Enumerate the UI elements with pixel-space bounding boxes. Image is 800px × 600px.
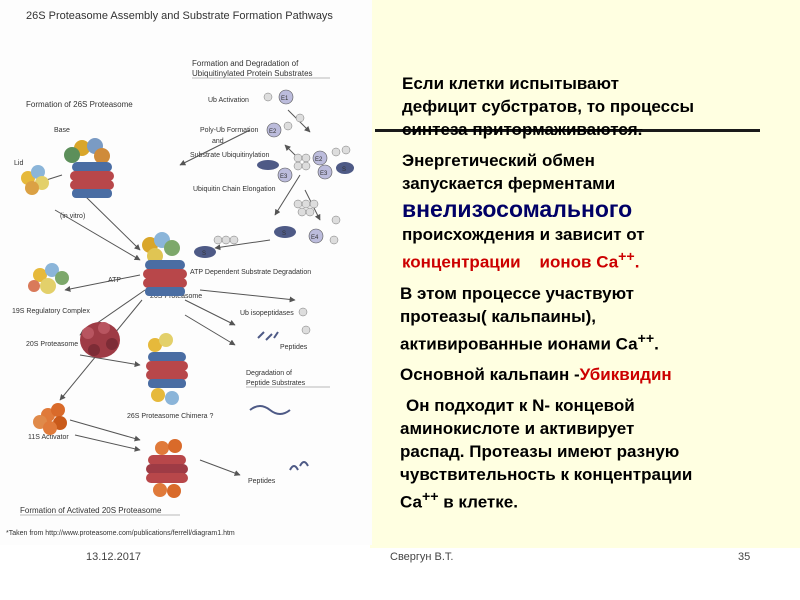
activated-20s-image <box>146 439 188 498</box>
p5-line-1: Он подходит к N- концевой <box>400 394 770 417</box>
p2-ions: ионов Са <box>540 253 619 272</box>
label-ub-iso: Ub isopeptidases <box>240 310 294 317</box>
e4-label: E4 <box>311 235 319 241</box>
peptide-fragments <box>250 332 308 470</box>
p2-line-4: происхождения и зависит от <box>402 223 770 246</box>
e1-label: E1 <box>281 96 289 102</box>
label-in-vitro: (in vitro) <box>60 213 85 220</box>
left-heading: Formation of 26S Proteasome <box>26 100 133 109</box>
proteasome-diagram: 26S Proteasome Assembly and Substrate Fo… <box>0 0 372 545</box>
e3-label-2: E3 <box>280 174 288 180</box>
label-deg-2: Peptide Substrates <box>246 380 306 387</box>
p2-line-3: внелизосомального <box>402 195 770 223</box>
e3-label-1: E3 <box>320 171 328 177</box>
p5-line-4: чувствительность к концентрации <box>400 463 770 486</box>
paragraph-1: Если клетки испытывают дефицит субстрато… <box>400 72 770 141</box>
19s-complex-image <box>28 263 69 294</box>
p5-line-5: Са++ в клетке. <box>400 486 770 514</box>
paragraph-5: Он подходит к N- концевой аминокислоте и… <box>400 394 770 514</box>
p2-line-2: запускается ферментами <box>402 172 770 195</box>
p2-concentration: концентрации <box>402 253 521 272</box>
p3-ca: активированные ионами Са <box>400 334 638 353</box>
label-19s: 19S Regulatory Complex <box>12 308 90 315</box>
label-20s: 20S Proteasome <box>26 341 78 348</box>
p3-ca-sup: ++ <box>638 331 655 347</box>
label-base: Base <box>54 127 70 134</box>
p3-line-2: протеазы( кальпаины), <box>400 305 770 328</box>
label-lid: Lid <box>14 160 23 167</box>
chimera-image <box>146 333 188 405</box>
p5-ca-sup: ++ <box>422 489 439 505</box>
paragraph-4: Основной кальпаин -Убиквидин <box>400 363 770 386</box>
p2-ions-end: . <box>635 253 640 272</box>
p2-line-5: концентрации ионов Са++. <box>402 246 770 274</box>
p3-line-1: В этом процессе участвуют <box>400 282 770 305</box>
label-deg-1: Degradation of <box>246 370 292 377</box>
label-chimera: 26S Proteasome Chimera ? <box>127 413 213 420</box>
p5-line-3: распад. Протеазы имеют разную <box>400 440 770 463</box>
right-heading-2: Ubiquitinylated Protein Substrates <box>192 69 313 78</box>
p2-ions-sup: ++ <box>618 249 635 265</box>
label-peptides-2: Peptides <box>248 478 276 485</box>
p5-line-2: аминокислоте и активирует <box>400 417 770 440</box>
20s-proteasome-image <box>80 322 120 358</box>
p5-ca-end: в клетке. <box>439 493 518 512</box>
paragraph-3: В этом процессе участвуют протеазы( каль… <box>400 282 770 356</box>
p1-line-1: Если клетки испытывают <box>402 72 770 95</box>
source-note: *Taken from http://www.proteasome.com/pu… <box>6 530 235 537</box>
footer-page-number: 35 <box>738 551 750 563</box>
diagram-title: 26S Proteasome Assembly and Substrate Fo… <box>26 10 333 22</box>
p5-ca: Са <box>400 493 422 512</box>
p4-main: Основной кальпаин - <box>400 365 580 384</box>
paragraph-2: Энергетический обмен запускается фермент… <box>400 149 770 274</box>
label-substrate-ub: Substrate Ubiquitinylation <box>190 152 269 159</box>
e2-label-2: E2 <box>315 157 323 163</box>
base-proteasome-image <box>64 138 114 198</box>
footer-author: Свергун В.Т. <box>390 551 454 563</box>
p1-line-3: синтеза притормаживаются. <box>402 118 770 141</box>
p1-line-2: дефицит субстратов, то процессы <box>402 95 770 118</box>
26s-proteasome-image <box>142 232 187 296</box>
p2-line-1: Энергетический обмен <box>402 149 770 172</box>
label-chain: Ubiquitin Chain Elongation <box>193 186 276 193</box>
text-content: Если клетки испытывают дефицит субстрато… <box>400 72 770 522</box>
11s-activator-image <box>33 403 67 435</box>
substrate-label-1: S <box>342 167 346 173</box>
substrate-label-2: S <box>282 231 286 237</box>
right-heading-1: Formation and Degradation of <box>192 59 299 68</box>
label-ub-activation: Ub Activation <box>208 97 249 104</box>
label-atp-dep: ATP Dependent Substrate Degradation <box>190 269 311 276</box>
label-peptides: Peptides <box>280 344 308 351</box>
p3-ca-end: . <box>654 334 659 353</box>
lid-image <box>21 165 49 195</box>
p4-ubiquidin: Убиквидин <box>580 365 672 384</box>
substrate-label-3: S <box>202 251 206 257</box>
label-11s: 11S Activator <box>28 434 69 441</box>
label-formation-activated: Formation of Activated 20S Proteasome <box>20 506 162 515</box>
p3-line-3: активированные ионами Са++. <box>400 328 770 356</box>
footer-date: 13.12.2017 <box>86 551 141 563</box>
e2-label-1: E2 <box>269 129 277 135</box>
